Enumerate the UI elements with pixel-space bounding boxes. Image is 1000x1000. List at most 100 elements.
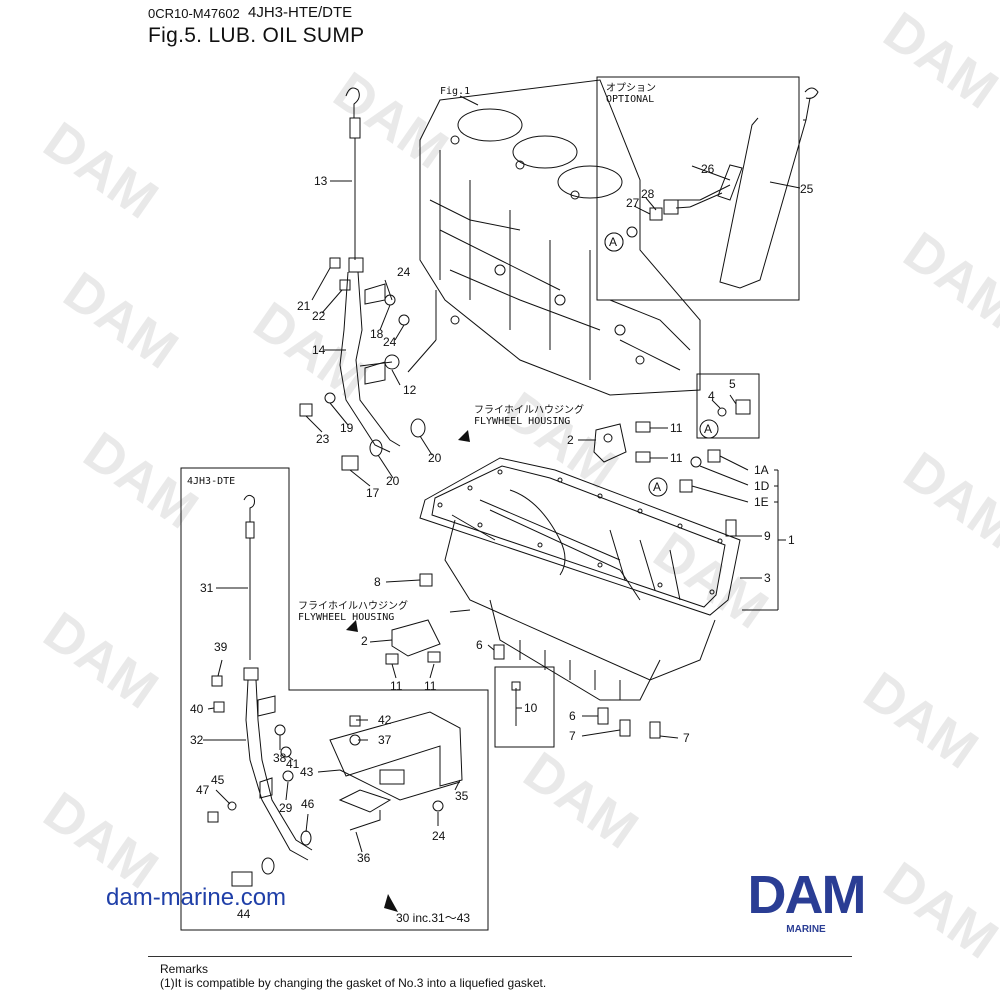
watermark-text: DAM [53, 261, 188, 381]
dte-support-bracket [329, 711, 463, 831]
logo-subtext: MARINE [786, 924, 826, 935]
flywheel-housing-bracket-upper [593, 421, 651, 463]
leader-line [459, 95, 479, 106]
part-number: 39 [214, 640, 228, 654]
bolt-9 [725, 519, 737, 537]
part-number: 29 [279, 801, 293, 815]
part-number: 1A [754, 463, 769, 477]
part-number: 24 [432, 829, 446, 843]
set-note: 30 inc.31～43 [396, 911, 470, 925]
document-code: 0CR10-M47602 [148, 6, 240, 21]
part-number: 6 [569, 709, 576, 723]
engine-model: 4JH3-HTE/DTE [248, 4, 353, 21]
watermark-text: DAM [33, 601, 168, 721]
website-link[interactable]: dam-marine.com [106, 884, 287, 911]
part-number: 14 [312, 343, 326, 357]
marker-a: A [604, 232, 624, 252]
part-number: 1D [754, 479, 770, 493]
part-number: 1E [754, 495, 769, 509]
variant-label: 4JH3-DTE [187, 476, 235, 487]
part-number: 32 [190, 733, 204, 747]
part-number: 11 [390, 679, 403, 693]
part-number: 5 [729, 377, 736, 391]
optional-parts-box [596, 76, 800, 301]
optional-label-jp: オプション [606, 82, 656, 94]
part-number: 37 [378, 733, 392, 747]
optional-label-en: OPTIONAL [606, 94, 654, 105]
dam-marine-logo: DAM MARINE [713, 868, 899, 935]
part-number: 2 [567, 433, 574, 447]
plug-1e [679, 479, 693, 493]
part-number: 47 [196, 783, 210, 797]
part-number: 20 [428, 451, 442, 465]
part-number: 31 [200, 581, 214, 595]
marker-a: A [648, 477, 668, 497]
washer-1d [690, 456, 702, 468]
part-number: 25 [800, 182, 814, 196]
part-number: 17 [366, 486, 380, 500]
part-number: 40 [190, 702, 204, 716]
part-number: 6 [476, 638, 483, 652]
part-number: 11 [424, 679, 437, 693]
logo-wordmark: DAM [747, 865, 867, 925]
part-number: 41 [286, 757, 300, 771]
fig-reference-label: Fig.1 [440, 86, 470, 97]
part-number: 20 [386, 474, 400, 488]
marker-a-label: A [653, 480, 661, 494]
arrow-icon [384, 894, 398, 912]
flywheel-housing-label-jp: フライホイルハウジング [298, 599, 408, 612]
part-number: 2 [361, 634, 368, 648]
part-number: 35 [455, 789, 469, 803]
part-number: 23 [316, 432, 330, 446]
flywheel-housing-label-en: FLYWHEEL HOUSING [298, 612, 394, 623]
remarks-title: Remarks [160, 962, 209, 976]
part-number: 8 [374, 575, 381, 589]
marker-a: A [699, 419, 719, 439]
part-number: 22 [312, 309, 326, 323]
part-number: 11 [670, 421, 683, 435]
part-number: 38 [273, 751, 287, 765]
oil-sump-pan [419, 457, 741, 701]
part-number: 13 [314, 174, 328, 188]
figure-title: Fig.5. LUB. OIL SUMP [148, 24, 365, 47]
part-number: 11 [670, 451, 683, 465]
watermark-layer: DAM DAM DAM DAM DAM DAM DAM DAM DAM DAM … [33, 1, 1000, 971]
watermark-text: DAM [323, 61, 458, 181]
part-number: 43 [300, 765, 314, 779]
part-number: 28 [641, 187, 655, 201]
watermark-text: DAM [513, 741, 648, 861]
watermark-text: DAM [33, 111, 168, 231]
part-number: 44 [237, 907, 251, 921]
arrow-icon [346, 620, 358, 632]
remarks-text: (1)It is compatible by changing the gask… [160, 976, 547, 990]
part-number: 7 [683, 731, 690, 745]
watermark-text: DAM [893, 221, 1000, 341]
optional-dipstick-assembly [604, 87, 819, 289]
watermark-text: DAM [853, 661, 988, 781]
watermark-text: DAM [643, 521, 778, 641]
dte-dipstick-assembly [207, 494, 313, 887]
remarks-divider [148, 956, 852, 957]
part-number: 18 [370, 327, 384, 341]
part-number: 21 [297, 299, 311, 313]
part-number: 1 [788, 533, 795, 547]
flywheel-housing-bracket-lower [385, 619, 441, 665]
part-number: 27 [626, 196, 640, 210]
part-number: 10 [524, 701, 538, 715]
part-number-labels: 13 24 21 22 18 24 14 12 23 19 20 20 17 2… [190, 162, 814, 921]
part-number: 12 [403, 383, 417, 397]
plug-detail-box [696, 373, 760, 439]
part-number: 36 [357, 851, 371, 865]
watermark-text: DAM [893, 441, 1000, 561]
part-number: 45 [211, 773, 225, 787]
watermark-text: DAM [873, 1, 1000, 121]
part-number: 24 [383, 335, 397, 349]
bolt-10-detail-box [494, 666, 555, 748]
part-number: 42 [378, 713, 392, 727]
part-number: 4 [708, 389, 715, 403]
part-number: 9 [764, 529, 771, 543]
part-number: 46 [301, 797, 315, 811]
cylinder-block [419, 79, 701, 396]
flywheel-housing-label-jp: フライホイルハウジング [474, 403, 584, 416]
